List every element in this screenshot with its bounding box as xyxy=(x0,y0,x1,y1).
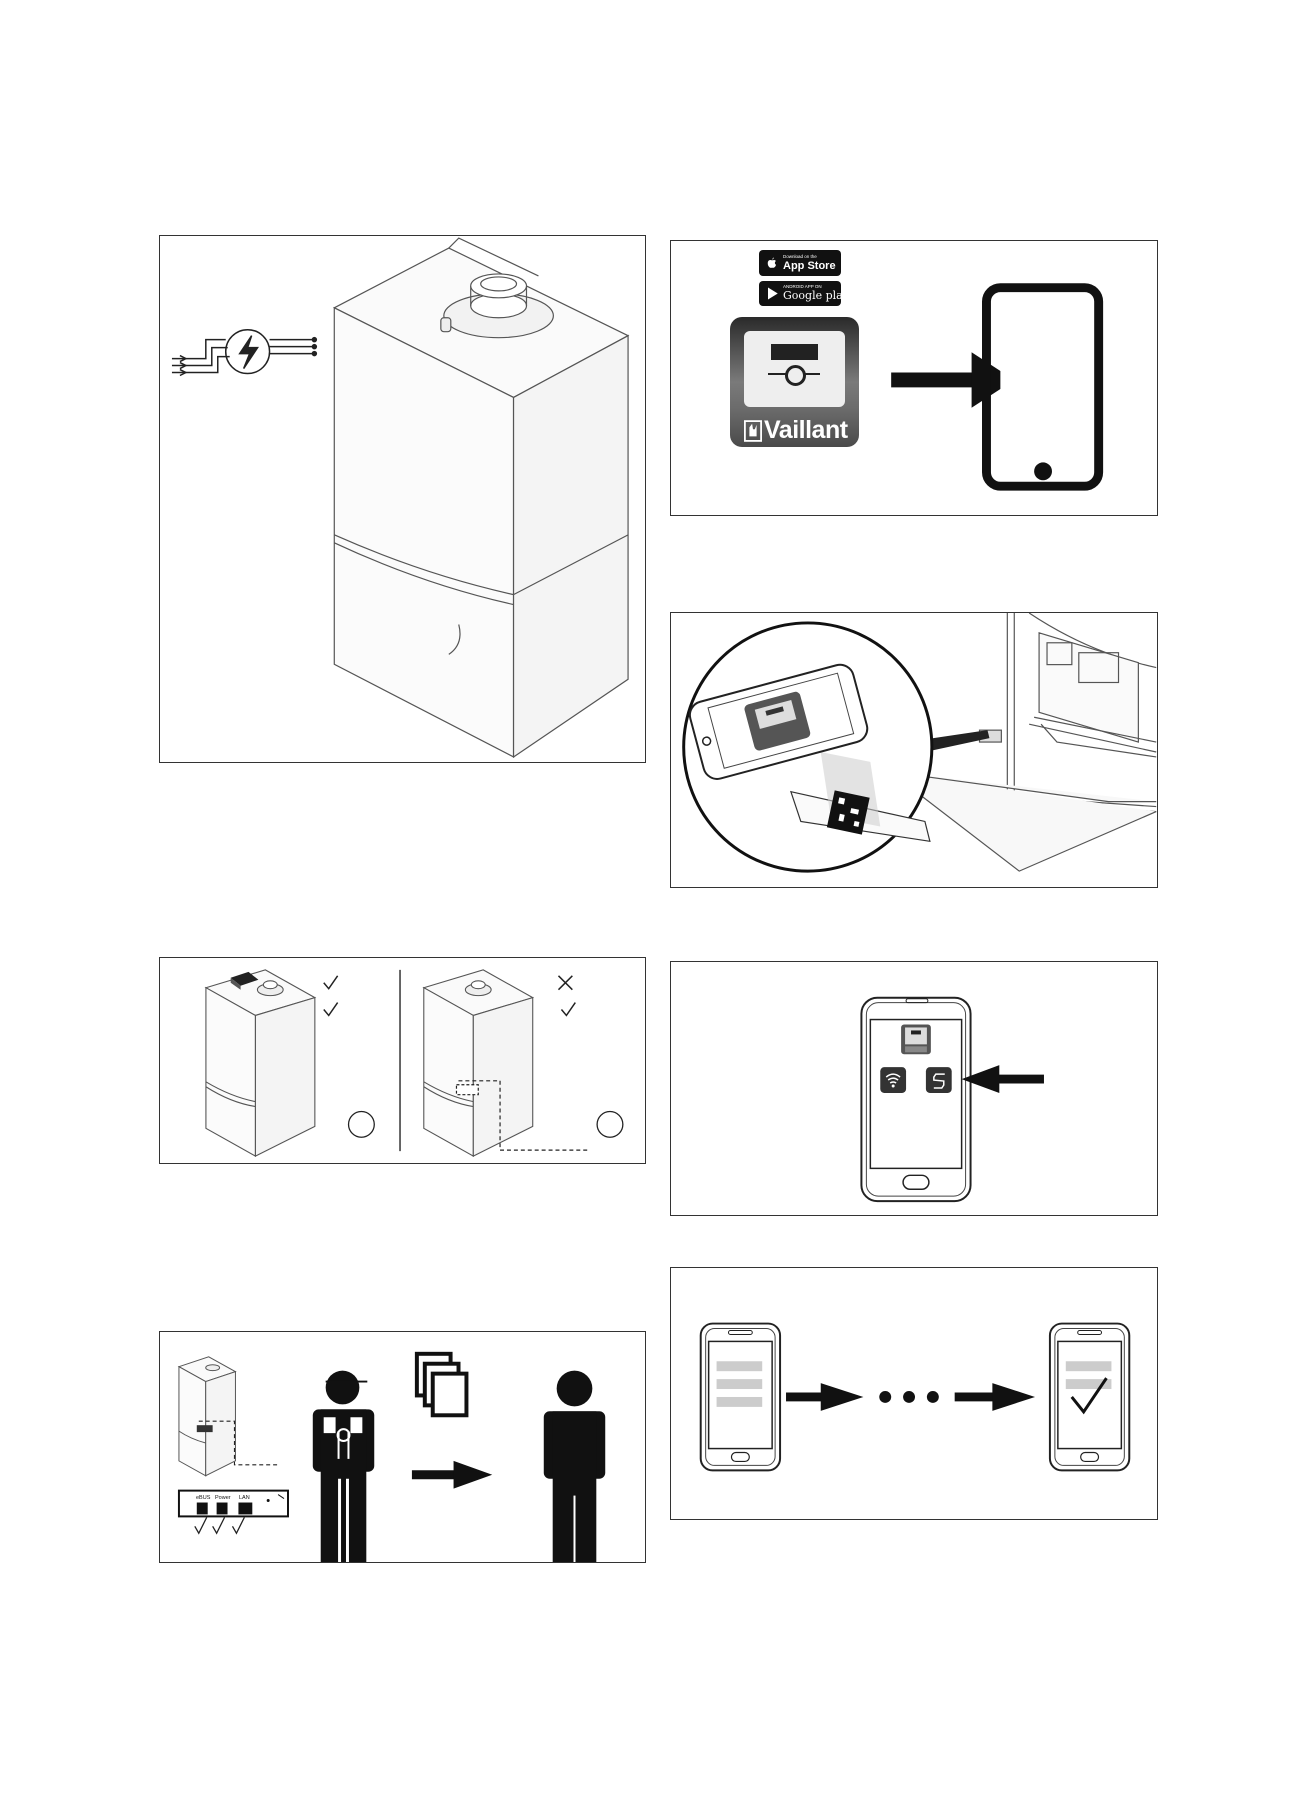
option-circle-b xyxy=(597,1112,623,1138)
customer-person-icon xyxy=(544,1371,605,1562)
documents-icon xyxy=(417,1354,467,1415)
vaillant-app-icon[interactable]: Vaillant xyxy=(730,317,859,447)
progress-dot xyxy=(879,1391,891,1403)
vaillant-app-small-icon xyxy=(901,1025,931,1055)
google-play-badge[interactable]: ANDROID APP ON Google play xyxy=(759,281,841,306)
mounting-illustration xyxy=(160,958,645,1163)
port-label-lan: LAN xyxy=(239,1495,250,1501)
app-store-big-text: App Store xyxy=(783,260,836,272)
phone-done-icon xyxy=(1050,1324,1129,1471)
check-icon xyxy=(195,1517,207,1533)
vaillant-hare-logo-icon xyxy=(744,420,762,442)
phone-menu-illustration xyxy=(671,962,1157,1215)
figure-qr-scan xyxy=(670,612,1158,888)
phone-start-icon xyxy=(701,1324,780,1471)
check-icon xyxy=(324,976,338,989)
figure-mounting-positions xyxy=(159,957,646,1164)
figure-boiler-power xyxy=(159,235,646,763)
installer-person-icon xyxy=(313,1371,374,1562)
connection-cable-icon[interactable] xyxy=(926,1067,952,1093)
cross-icon xyxy=(558,976,572,990)
qr-scan-illustration xyxy=(671,613,1157,887)
progress-dot xyxy=(903,1391,915,1403)
port-label-ebus: eBUS xyxy=(196,1495,210,1501)
vaillant-brand-text: Vaillant xyxy=(764,416,848,444)
option-circle-a xyxy=(349,1112,375,1138)
google-play-big-text: Google play xyxy=(783,290,849,302)
figure-phone-menu xyxy=(670,961,1158,1216)
figure-installer-handover: eBUS Power LAN xyxy=(159,1331,646,1563)
boiler-illustration xyxy=(160,236,645,762)
check-icon xyxy=(561,1003,575,1016)
figure-setup-progress xyxy=(670,1267,1158,1520)
check-icon xyxy=(213,1517,225,1533)
progress-dot xyxy=(927,1391,939,1403)
figure-app-download: Download on the App Store ANDROID APP ON… xyxy=(670,240,1158,516)
app-store-small-text: Download on the xyxy=(783,254,817,259)
check-icon xyxy=(324,1003,338,1016)
progress-illustration xyxy=(671,1268,1157,1519)
check-icon xyxy=(232,1517,244,1533)
apple-icon xyxy=(764,255,779,270)
port-label-power: Power xyxy=(215,1495,231,1501)
power-lightning-icon xyxy=(172,330,316,376)
wifi-icon[interactable] xyxy=(880,1067,906,1093)
handover-illustration xyxy=(160,1332,645,1562)
play-triangle-icon xyxy=(765,286,780,301)
app-store-badge[interactable]: Download on the App Store xyxy=(759,250,841,276)
